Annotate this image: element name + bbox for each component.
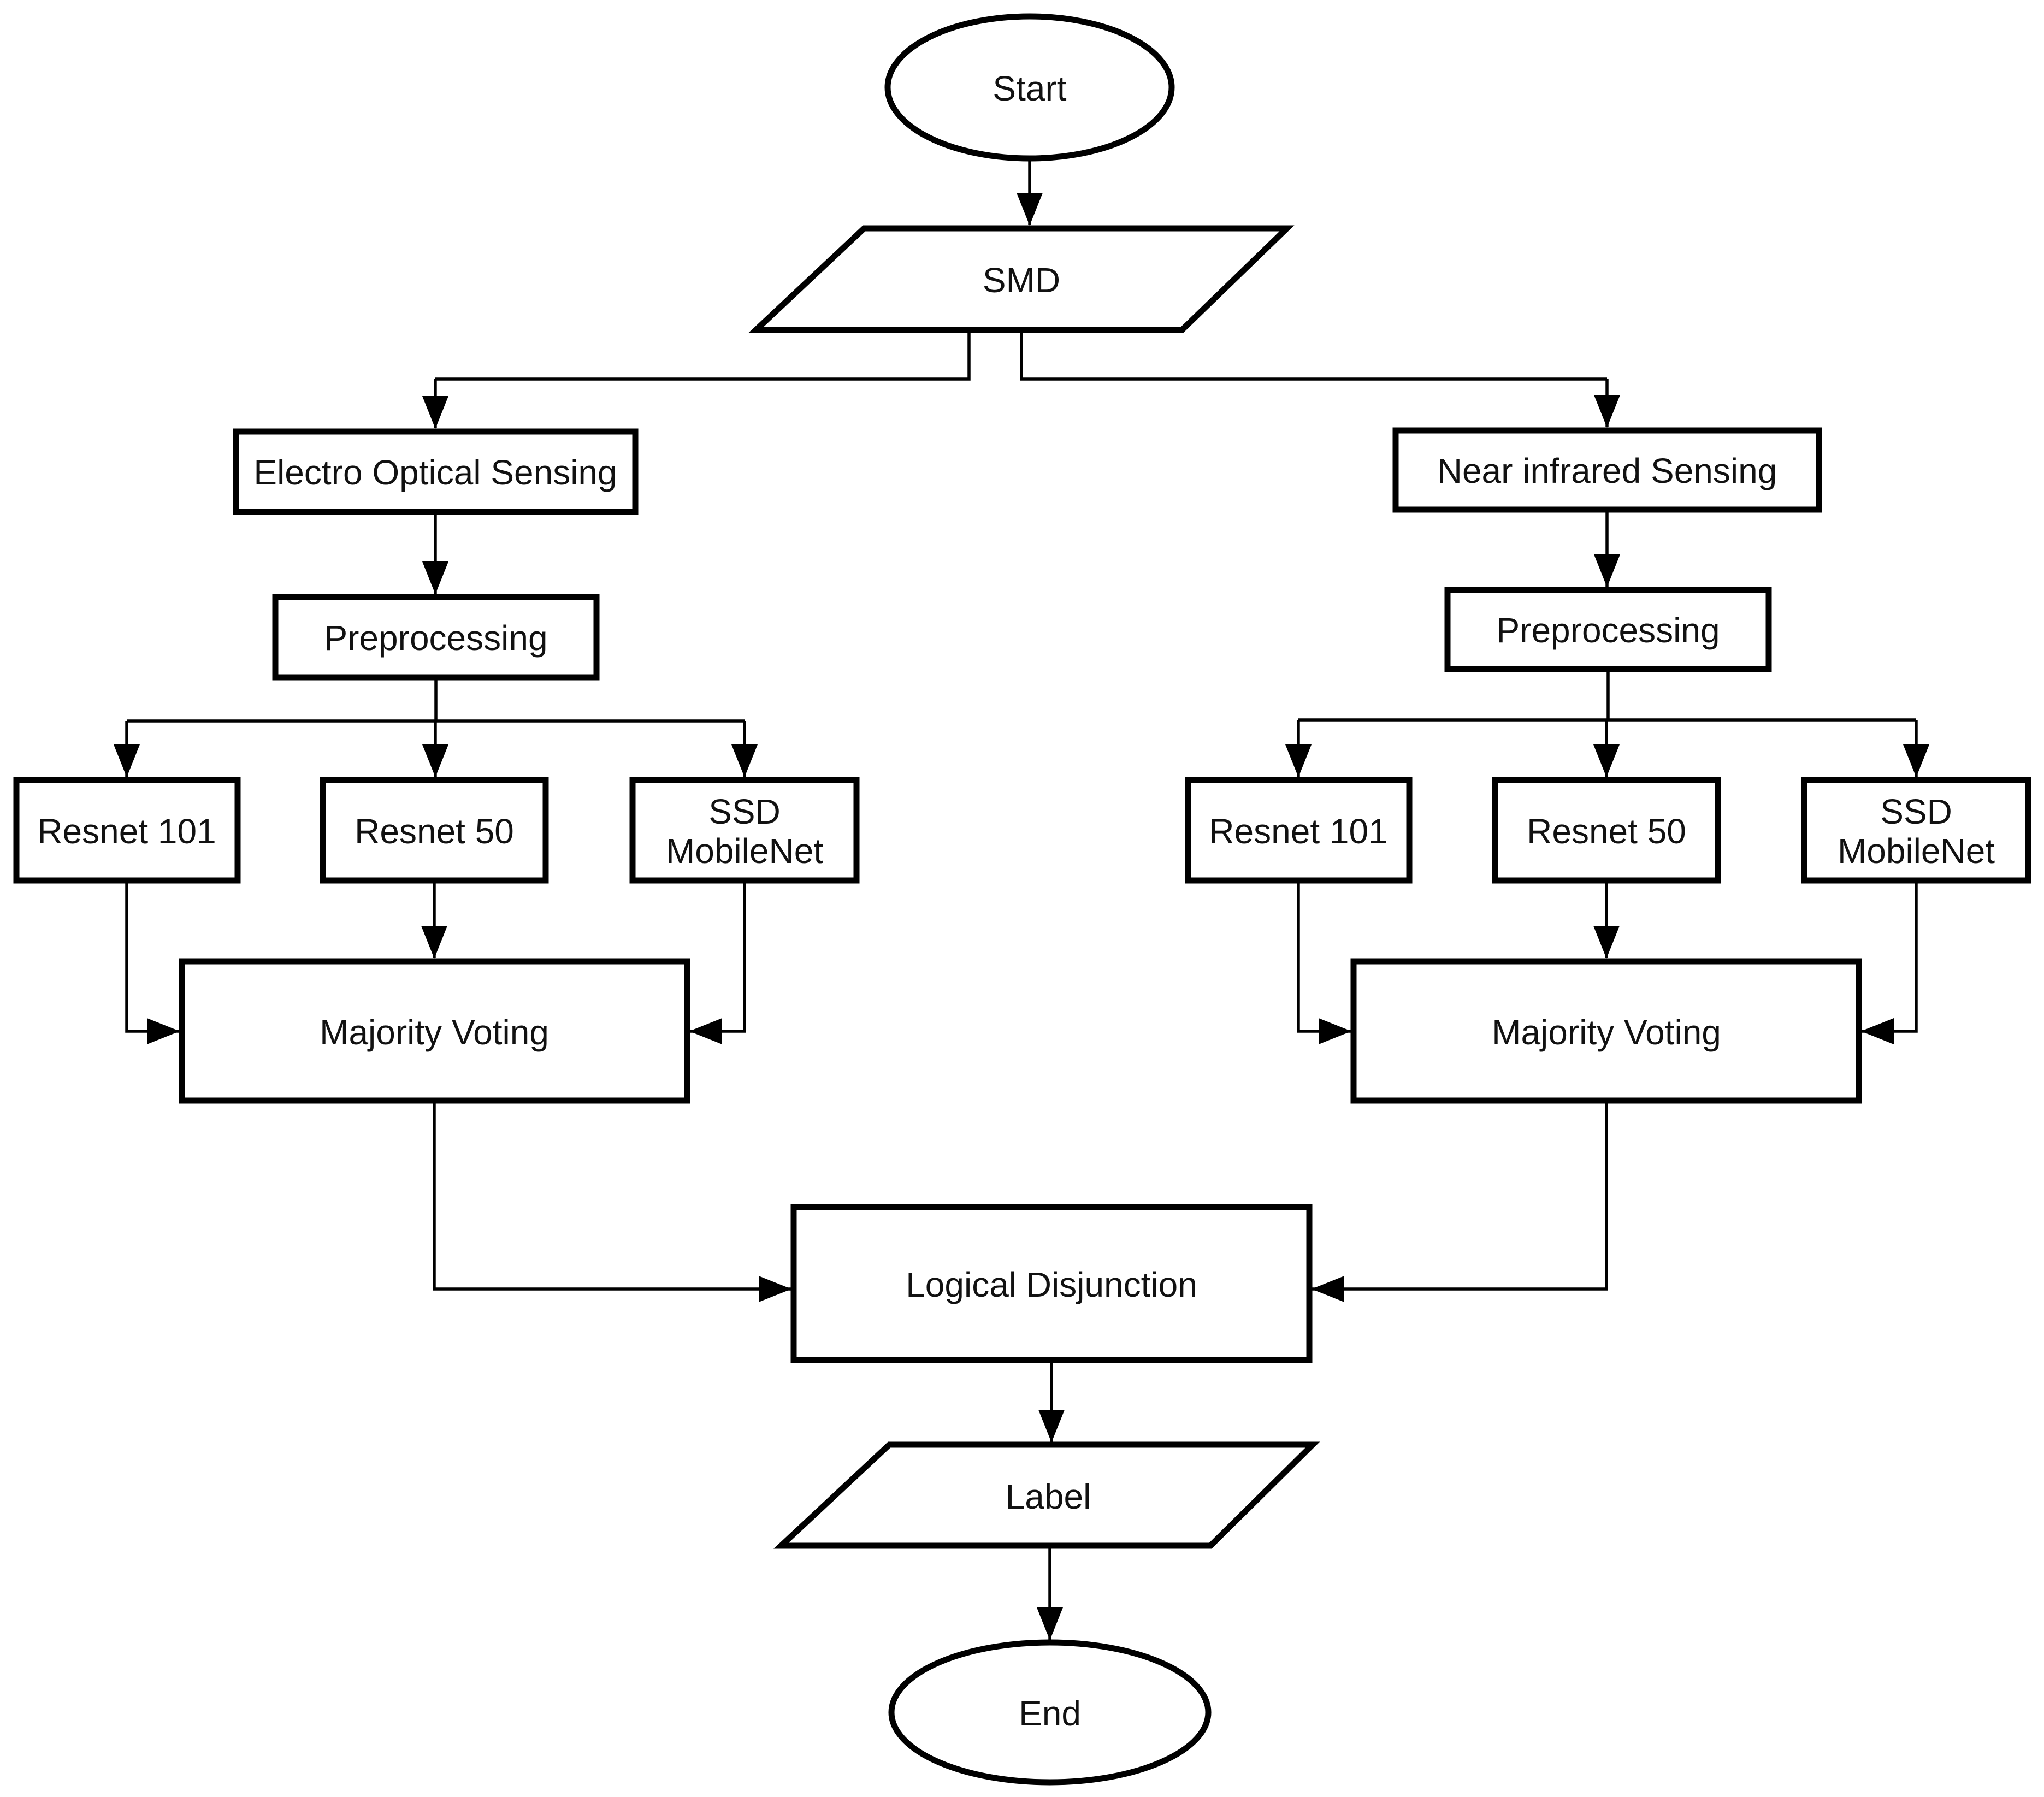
node-resnet101-right: Resnet 101 <box>1185 777 1413 884</box>
node-smd: SMD <box>748 225 1295 333</box>
ssd-mobilenet-left-label-line1: SSD <box>708 792 781 831</box>
preprocessing-right-box <box>1444 587 1772 672</box>
node-start: Start <box>884 13 1175 162</box>
near-infrared-label: Near infrared Sensing <box>1437 451 1777 490</box>
logical-disjunction-box <box>790 1204 1313 1363</box>
resnet101-right-box <box>1185 777 1413 884</box>
edge-ssd-left-to-majority <box>689 880 746 1044</box>
smd-parallelogram-shape <box>748 225 1295 333</box>
majority-voting-right-label: Majority Voting <box>1492 1013 1721 1052</box>
ssd-mobilenet-left-label-line2: MobileNet <box>666 831 823 871</box>
preprocessing-left-box <box>272 594 600 681</box>
majority-voting-right-box <box>1350 958 1862 1104</box>
node-resnet50-right: Resnet 50 <box>1492 777 1721 884</box>
edge-majority-left-to-disjunction <box>433 1101 791 1302</box>
resnet101-left-label: Resnet 101 <box>37 812 216 851</box>
node-preprocessing-left: Preprocessing <box>272 594 600 681</box>
start-label: Start <box>993 69 1066 108</box>
node-ssd-mobilenet-left: SSD MobileNet <box>629 777 860 884</box>
resnet50-right-box <box>1492 777 1721 884</box>
node-majority-voting-right: Majority Voting <box>1350 958 1862 1104</box>
smd-label: SMD <box>983 261 1060 300</box>
node-electro-optical-sensing: Electro Optical Sensing <box>233 428 639 515</box>
majority-voting-left-label: Majority Voting <box>320 1013 549 1052</box>
resnet101-left-box <box>13 777 241 884</box>
node-majority-voting-left: Majority Voting <box>179 958 690 1104</box>
edge-ssd-right-to-majority <box>1861 880 1918 1044</box>
ssd-mobilenet-right-label-line2: MobileNet <box>1838 831 1995 871</box>
node-near-infrared-sensing: Near infrared Sensing <box>1392 427 1822 513</box>
edge-resnet101-right-to-majority <box>1297 880 1351 1044</box>
edge-preprocessing-left-split <box>127 677 745 723</box>
label-parallelogram-shape <box>773 1441 1320 1549</box>
electro-optical-label: Electro Optical Sensing <box>253 453 617 492</box>
preprocessing-right-label: Preprocessing <box>1496 611 1720 650</box>
ssd-mobilenet-left-box <box>629 777 860 884</box>
electro-optical-box <box>233 428 639 515</box>
resnet50-left-box <box>320 777 549 884</box>
edge-smd-split-left <box>435 331 971 381</box>
edge-majority-right-to-disjunction <box>1312 1101 1608 1302</box>
edge-smd-split-right <box>1020 331 1607 381</box>
node-resnet101-left: Resnet 101 <box>13 777 241 884</box>
logical-disjunction-label: Logical Disjunction <box>906 1265 1197 1304</box>
node-logical-disjunction: Logical Disjunction <box>790 1204 1313 1363</box>
end-terminator-shape <box>888 1639 1212 1786</box>
ssd-mobilenet-right-label-line1: SSD <box>1880 792 1952 831</box>
edges <box>114 159 1929 1640</box>
preprocessing-left-label: Preprocessing <box>324 618 547 658</box>
edge-preprocessing-right-split <box>1298 669 1916 722</box>
ssd-mobilenet-right-box <box>1801 777 2031 884</box>
resnet50-right-label: Resnet 50 <box>1527 812 1686 851</box>
majority-voting-left-box <box>179 958 690 1104</box>
resnet50-left-label: Resnet 50 <box>355 812 514 851</box>
edge-resnet101-left-to-majority <box>125 880 180 1044</box>
resnet101-right-label: Resnet 101 <box>1209 812 1387 851</box>
node-ssd-mobilenet-right: SSD MobileNet <box>1801 777 2031 884</box>
near-infrared-box <box>1392 427 1822 513</box>
node-resnet50-left: Resnet 50 <box>320 777 549 884</box>
node-preprocessing-right: Preprocessing <box>1444 587 1772 672</box>
node-end: End <box>888 1639 1212 1786</box>
start-terminator-shape <box>884 13 1175 162</box>
node-label-output: Label <box>773 1441 1320 1549</box>
end-label: End <box>1019 1694 1081 1733</box>
label-output-text: Label <box>1006 1477 1091 1516</box>
